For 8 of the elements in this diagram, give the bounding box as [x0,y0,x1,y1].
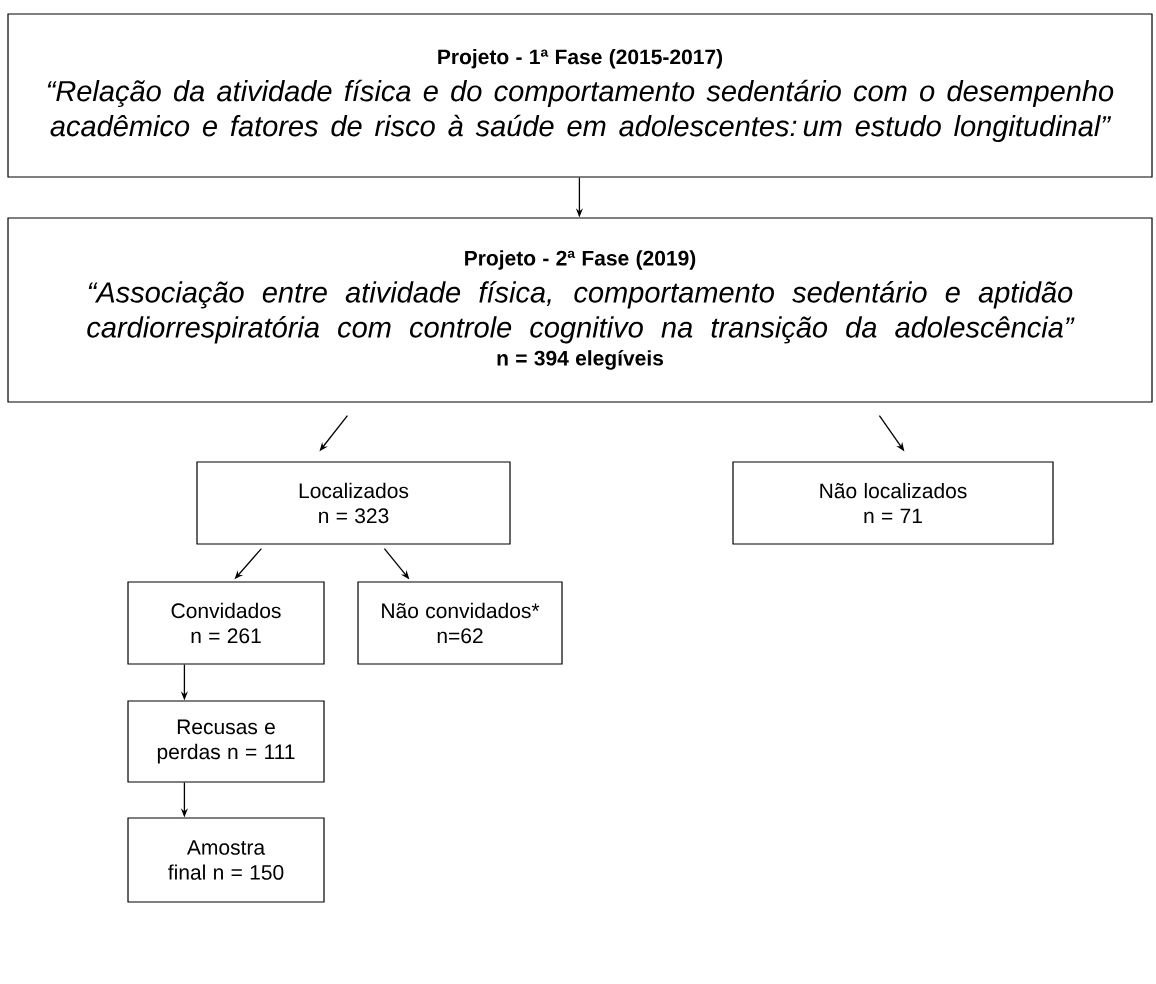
process-box: Localizados n = 323 [196,461,511,545]
process-box: Recusas e perdas n = 111 [127,700,325,783]
process-box: Não localizados n = 71 [732,461,1054,545]
process-box: Projeto - 2ª Fase (2019) “Associação entre atividade física, comportamento sedentário e aptidão cardiorrespiratória com controle cognitivo na transição da adolescência” n = 394 elegíveis [7,217,1153,403]
process-box: Não convidados* n=62 [357,581,563,665]
process-box: Projeto - 1ª Fase (2015-2017) “Relação da atividade física e do comportamento sedentário com o desempenho acadêmico e fatores de risco à saúde em adolescentes: um estudo longitudinal” [7,13,1153,178]
process-box: Amostra final n = 150 [127,817,325,903]
process-box: Convidados n = 261 [127,581,325,665]
